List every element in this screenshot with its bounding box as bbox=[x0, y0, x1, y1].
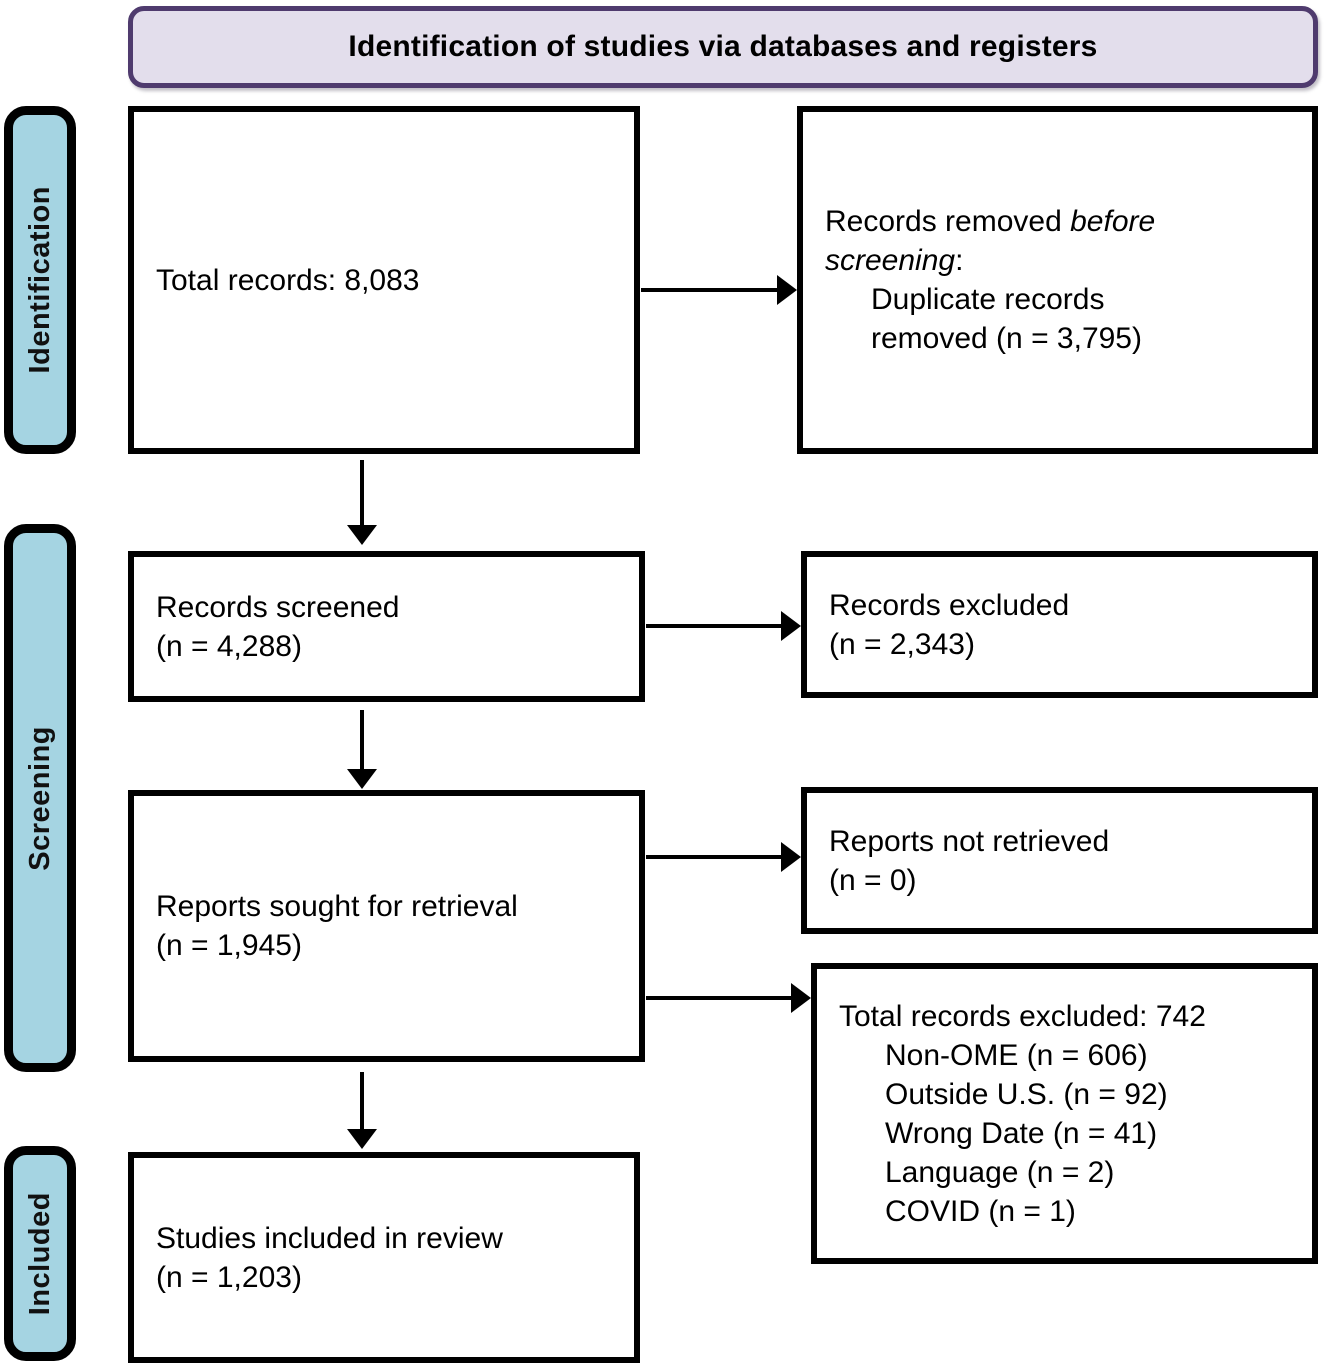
stage-label-screening: Screening bbox=[4, 524, 76, 1072]
stage-label-included: Included bbox=[4, 1146, 76, 1361]
box-records-screened-line-1: Records screened bbox=[156, 590, 400, 624]
box-records-screened: Records screened (n = 4,288) bbox=[128, 551, 645, 702]
box-studies-included-line-1: Studies included in review bbox=[156, 1221, 503, 1255]
box-reports-not-retrieved: Reports not retrieved (n = 0) bbox=[801, 787, 1318, 934]
arrow-right-sought-to-total-excluded bbox=[646, 996, 793, 1000]
box-reports-sought-line-1: Reports sought for retrieval bbox=[156, 890, 518, 923]
records-removed-prefix: Records removed bbox=[825, 205, 1071, 238]
arrow-down-sought-to-included bbox=[360, 1072, 364, 1132]
box-reports-sought-line-2: (n = 1,945) bbox=[156, 929, 302, 962]
exclusion-reason-item: COVID (n = 1) bbox=[885, 1194, 1076, 1228]
box-studies-included-line-2: (n = 1,203) bbox=[156, 1260, 302, 1294]
box-total-excluded-line-1: Total records excluded: 742 bbox=[839, 999, 1206, 1033]
box-total-records: Total records: 8,083 bbox=[128, 106, 640, 454]
arrow-down-screened-to-sought bbox=[360, 710, 364, 772]
box-total-records-line-1: Total records: 8,083 bbox=[156, 263, 420, 297]
diagram-header-banner: Identification of studies via databases … bbox=[128, 6, 1318, 88]
box-records-removed-line-1: Records removed before bbox=[825, 202, 1290, 241]
records-removed-emphasis-before: before bbox=[1070, 205, 1156, 238]
box-reports-not-retrieved-line-2: (n = 0) bbox=[829, 863, 917, 897]
exclusion-reason-item: Non-OME (n = 606) bbox=[885, 1038, 1148, 1072]
exclusion-reason-item: Language (n = 2) bbox=[885, 1155, 1115, 1189]
box-records-excluded-line-2: (n = 2,343) bbox=[829, 627, 975, 661]
arrow-right-screened-to-excluded bbox=[646, 624, 783, 628]
box-records-removed-line-3: Duplicate records bbox=[871, 283, 1105, 316]
box-records-removed-line-4: removed (n = 3,795) bbox=[871, 322, 1142, 355]
records-removed-colon: : bbox=[955, 244, 964, 277]
box-records-screened-line-2: (n = 4,288) bbox=[156, 629, 302, 663]
diagram-title: Identification of studies via databases … bbox=[348, 30, 1098, 63]
stage-label-included-text: Included bbox=[23, 1191, 56, 1316]
box-reports-sought-for-retrieval: Reports sought for retrieval (n = 1,945) bbox=[128, 790, 645, 1062]
arrow-down-identification-to-screening bbox=[360, 460, 364, 528]
stage-label-identification-text: Identification bbox=[23, 186, 56, 374]
box-studies-included-in-review: Studies included in review (n = 1,203) bbox=[128, 1152, 640, 1363]
exclusion-reason-item: Wrong Date (n = 41) bbox=[885, 1116, 1158, 1150]
exclusion-reason-item: Outside U.S. (n = 92) bbox=[885, 1077, 1168, 1111]
box-records-excluded: Records excluded (n = 2,343) bbox=[801, 551, 1318, 698]
box-total-records-excluded: Total records excluded: 742 Non-OME (n =… bbox=[811, 963, 1318, 1264]
stage-label-identification: Identification bbox=[4, 106, 76, 454]
records-removed-emphasis-screening: screening bbox=[825, 244, 956, 277]
arrow-right-sought-to-not-retrieved bbox=[646, 855, 783, 859]
stage-label-screening-text: Screening bbox=[23, 725, 56, 871]
box-records-removed-line-2: screening: bbox=[825, 241, 1290, 280]
box-records-excluded-line-1: Records excluded bbox=[829, 588, 1070, 622]
box-reports-not-retrieved-line-1: Reports not retrieved bbox=[829, 824, 1110, 858]
arrow-right-total-to-removed bbox=[641, 288, 779, 292]
box-records-removed-before-screening: Records removed before screening: Duplic… bbox=[797, 106, 1318, 454]
